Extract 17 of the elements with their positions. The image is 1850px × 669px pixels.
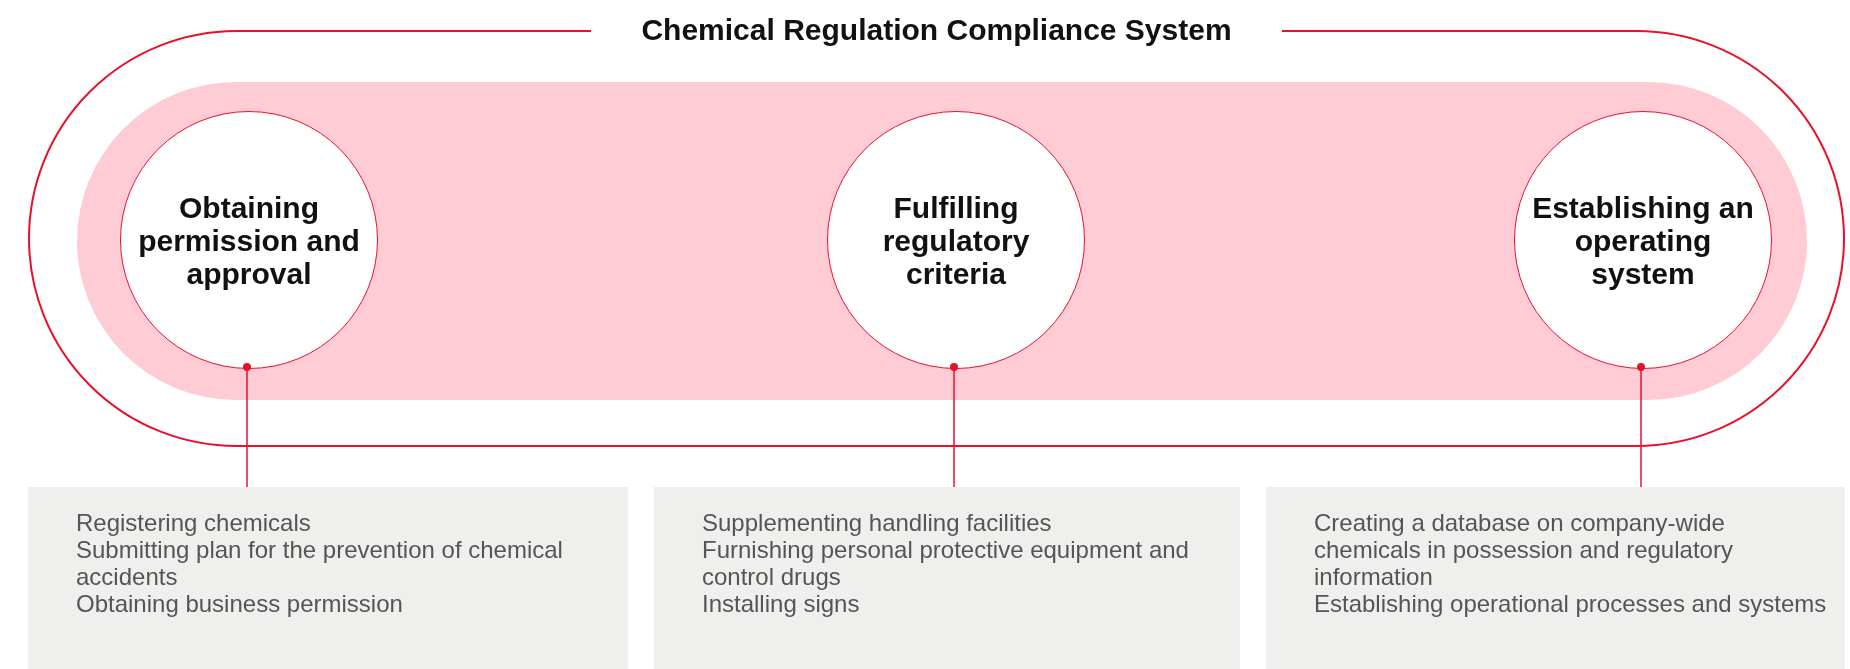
category-heading: Obtaining permission and approval [137,190,361,290]
connector-line [243,363,251,488]
connector-line [950,363,958,488]
list-item: Obtaining business permission [76,590,404,617]
list-item: Supplementing handling facilities [702,509,1053,536]
list-item: Furnishing personal protective equipment and control drugs [702,536,1190,590]
list-item: Installing signs [702,590,861,617]
item-panel [654,487,1240,669]
category-heading: Establishing an operating system [1531,190,1755,290]
category-heading: Fulfilling regulatory criteria [881,190,1031,290]
list-item: Registering chemicals [76,509,312,536]
connector-line [1637,363,1645,488]
list-item: Creating a database on company-wide chemicals in possession and regulatory information [1314,509,1734,590]
item-panel [1266,487,1845,669]
list-item: Establishing operational processes and systems [1314,590,1828,617]
list-item: Submitting plan for the prevention of chemical accidents [76,536,564,590]
item-panel [28,487,628,669]
